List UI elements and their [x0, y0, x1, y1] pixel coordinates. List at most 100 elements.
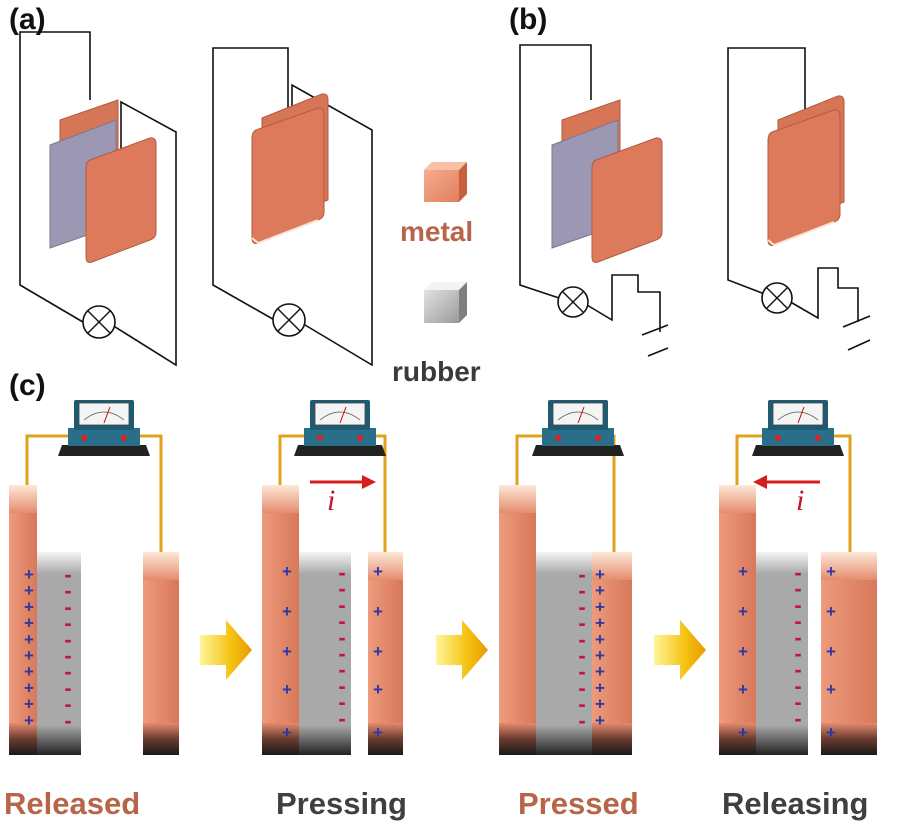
current-arrow	[310, 475, 376, 489]
positive-charge: +	[595, 565, 605, 584]
negative-charge: -	[338, 641, 345, 666]
metal-electrode	[592, 552, 632, 755]
electrode-highlight	[499, 485, 536, 513]
positive-charge: +	[595, 597, 605, 616]
transition-arrow	[200, 620, 252, 680]
rubber-cube-icon	[424, 282, 467, 323]
negative-charge: -	[578, 627, 585, 652]
metal-electrode	[143, 552, 179, 755]
lamp-icon	[557, 286, 589, 318]
negative-charge: -	[794, 560, 801, 585]
negative-charge: -	[794, 690, 801, 715]
electrode-shadow	[9, 723, 37, 755]
rubber-highlight	[299, 552, 351, 574]
negative-charge: -	[64, 578, 71, 603]
electrode-highlight	[368, 552, 403, 580]
positive-charge: +	[595, 711, 605, 730]
negative-charge: -	[338, 673, 345, 698]
rubber-highlight	[37, 552, 81, 574]
transition-arrows	[200, 620, 706, 680]
rubber-highlight	[756, 552, 808, 574]
negative-charge: -	[578, 611, 585, 636]
circuit-wire	[786, 267, 859, 322]
positive-charge: +	[373, 602, 383, 621]
negative-charge: -	[64, 643, 71, 668]
stage-label-released: Released	[4, 786, 141, 821]
lamp-icon	[82, 305, 116, 339]
negative-charge: -	[64, 675, 71, 700]
negative-charge: -	[794, 657, 801, 682]
stage-pressed: ----------++++++++++	[499, 400, 632, 755]
positive-charge: +	[282, 680, 292, 699]
positive-charge: +	[826, 723, 836, 742]
negative-charge: -	[338, 609, 345, 634]
stage-releasing: ++++++++++----------	[719, 400, 877, 755]
positive-charge: +	[595, 662, 605, 681]
metal-electrode	[368, 552, 403, 755]
positive-charge: +	[24, 581, 34, 600]
positive-charge: +	[373, 562, 383, 581]
metal-electrode	[9, 485, 37, 755]
panel-label-a: (a)	[9, 3, 46, 36]
negative-charge: -	[794, 673, 801, 698]
negative-charge: -	[338, 576, 345, 601]
negative-charge: -	[794, 706, 801, 731]
negative-charge: -	[578, 692, 585, 717]
rubber-shadow	[37, 725, 81, 755]
electrode-highlight	[143, 552, 179, 580]
negative-charge: -	[64, 627, 71, 652]
galvanometer-icon	[294, 400, 386, 456]
panel-label-b: (b)	[509, 3, 548, 36]
panel-a-closed	[212, 47, 373, 367]
negative-charge: -	[64, 708, 71, 733]
circuit-wire	[519, 44, 592, 301]
metal-plate	[767, 109, 841, 246]
negative-charge: -	[338, 690, 345, 715]
positive-charge: +	[373, 642, 383, 661]
positive-charge: +	[24, 662, 34, 681]
circuit-wire	[212, 47, 289, 323]
negative-charge: -	[64, 659, 71, 684]
positive-charge: +	[595, 678, 605, 697]
current-arrow	[753, 475, 820, 489]
negative-charge: -	[578, 594, 585, 619]
stage-pressing: ++++++++++----------	[262, 400, 403, 755]
negative-charge: -	[338, 657, 345, 682]
metal-electrode	[719, 485, 756, 755]
positive-charge: +	[826, 602, 836, 621]
negative-charge: -	[794, 625, 801, 650]
rubber-shadow	[536, 725, 592, 755]
negative-charge: -	[578, 562, 585, 587]
electrode-shadow	[262, 723, 299, 755]
positive-charge: +	[24, 646, 34, 665]
circuit-wire	[581, 274, 661, 332]
positive-charge: +	[373, 723, 383, 742]
electrode-shadow	[719, 723, 756, 755]
circuit-wire	[727, 47, 806, 297]
metal-plate	[251, 107, 325, 244]
lamp-icon	[761, 282, 793, 314]
electrode-highlight	[592, 552, 632, 580]
rubber-shadow	[299, 725, 351, 755]
rubber-highlight	[536, 552, 592, 574]
positive-charge: +	[738, 680, 748, 699]
positive-charge: +	[595, 695, 605, 714]
electrode-shadow	[143, 723, 179, 755]
panel-label-c: (c)	[9, 369, 46, 402]
circuit-wire	[111, 100, 177, 367]
positive-charge: +	[24, 614, 34, 633]
electrode-shadow	[368, 723, 403, 755]
electrode-highlight	[9, 485, 37, 513]
negative-charge: -	[338, 560, 345, 585]
positive-charge: +	[738, 562, 748, 581]
positive-charge: +	[24, 597, 34, 616]
positive-charge: +	[595, 581, 605, 600]
galvanometer-icon	[532, 400, 624, 456]
stage-label-releasing: Releasing	[722, 786, 869, 821]
circuit-wire	[19, 31, 91, 326]
rubber-shadow	[756, 725, 808, 755]
negative-charge: -	[794, 641, 801, 666]
lamp-icon	[272, 303, 306, 337]
